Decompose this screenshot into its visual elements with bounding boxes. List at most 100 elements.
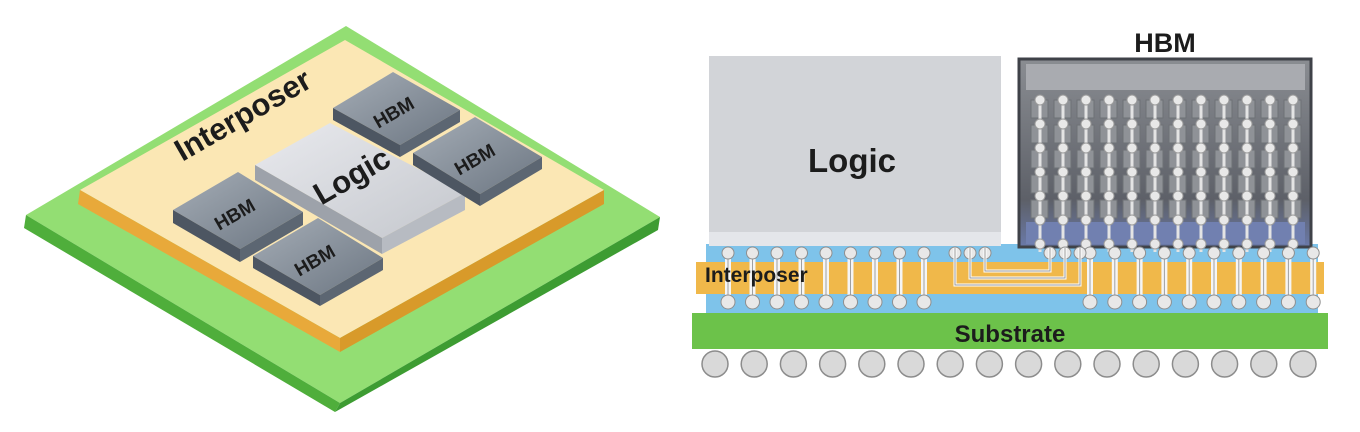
hbm-tsv-columns: [1034, 94, 1299, 252]
tsv-node: [1126, 214, 1138, 226]
lower-microbump: [1206, 294, 1222, 310]
tsv-node: [1149, 238, 1161, 250]
bga-ball: [975, 350, 1004, 378]
tsv-node: [1218, 142, 1230, 154]
cs-substrate: [692, 313, 1328, 349]
iso-hbm-3: HBM: [173, 172, 303, 262]
upper-microbump: [1306, 246, 1320, 260]
bga-ball: [740, 350, 768, 378]
tsv-node: [1057, 166, 1069, 178]
tsv-node: [1172, 214, 1184, 226]
lower-microbump: [1231, 294, 1247, 310]
tsv-node: [1264, 166, 1276, 178]
upper-microbump: [721, 246, 735, 260]
tsv-node: [1103, 142, 1115, 154]
cs-hbm-label: HBM: [1134, 28, 1196, 58]
bga-ball: [818, 350, 847, 378]
tsv-node: [1287, 118, 1299, 130]
tsv-node: [1126, 190, 1138, 202]
bga-ball: [1093, 350, 1121, 378]
bga-ball: [1250, 350, 1278, 378]
bga-ball: [1054, 350, 1082, 378]
tsv-node: [1172, 238, 1184, 250]
lower-microbump: [794, 294, 809, 310]
lower-microbump: [1132, 294, 1148, 310]
upper-microbump: [1182, 246, 1196, 260]
lower-microbump: [867, 294, 883, 310]
upper-microbump: [819, 246, 833, 260]
upper-microbump: [746, 246, 759, 260]
tsv-node: [1080, 94, 1092, 106]
tsv-node: [1287, 166, 1299, 178]
lower-microbump: [769, 294, 785, 310]
tsv-node: [1103, 238, 1115, 250]
lower-microbump: [1156, 294, 1172, 310]
tsv-node: [1264, 238, 1276, 250]
tsv-node: [1126, 142, 1138, 154]
tsv-node: [1241, 118, 1253, 130]
tsv-node: [1241, 94, 1253, 106]
lower-microbump: [892, 294, 907, 310]
tsv-node: [1172, 190, 1184, 202]
upper-microbump: [844, 246, 857, 260]
tsv-node: [1241, 214, 1253, 226]
upper-microbump: [1108, 246, 1122, 260]
hbm-dram-layers: [1026, 99, 1305, 244]
tsv-node: [1126, 118, 1138, 130]
cs-logic-die: Logic: [709, 56, 1001, 246]
lower-microbump: [916, 294, 932, 310]
tsv-node: [1195, 214, 1207, 226]
tsv-node: [1057, 142, 1069, 154]
tsv-node: [1264, 142, 1276, 154]
lower-microbump: [1280, 294, 1296, 310]
cs-hbm-stack: [1017, 57, 1313, 252]
isometric-package-view: Interposer Logic HBM HBM HBM: [24, 26, 660, 412]
tsv-node: [1195, 166, 1207, 178]
bga-ball: [1210, 350, 1239, 378]
cross-section-view: Substrate Logic HBM: [692, 28, 1328, 378]
tsv-node: [1149, 214, 1161, 226]
tsv-node: [1034, 142, 1046, 154]
bga-ball: [897, 350, 925, 378]
tsv-node: [1103, 214, 1115, 226]
tsv-node: [1057, 118, 1069, 130]
tsv-node: [1126, 166, 1138, 178]
lower-microbump: [745, 294, 760, 310]
lower-microbump: [1082, 294, 1098, 310]
tsv-node: [1034, 190, 1046, 202]
tsv-node: [1034, 94, 1046, 106]
lower-microbump: [843, 294, 858, 310]
tsv-node: [1195, 118, 1207, 130]
tsv-node: [1103, 166, 1115, 178]
iso-logic-die: Logic: [255, 123, 465, 254]
bga-ball: [1171, 350, 1200, 378]
tsv-node: [1241, 142, 1253, 154]
tsv-node: [1287, 190, 1299, 202]
cs-interposer-label: Interposer: [705, 264, 808, 287]
tsv-node: [1241, 238, 1253, 250]
tsv-node: [1264, 118, 1276, 130]
lower-microbump: [1107, 294, 1123, 310]
tsv-node: [1172, 166, 1184, 178]
bga-solder-balls: [701, 350, 1317, 378]
tsv-node: [1080, 190, 1092, 202]
cs-redistribution-wire: [953, 248, 1082, 287]
tsv-node: [1195, 238, 1207, 250]
lower-microbump: [720, 294, 736, 310]
tsv-node: [1287, 214, 1299, 226]
bga-ball: [1289, 350, 1317, 378]
tsv-node: [1218, 238, 1230, 250]
upper-microbump: [917, 246, 931, 260]
tsv-node: [1172, 118, 1184, 130]
tsv-node: [1172, 142, 1184, 154]
tsv-node: [1080, 214, 1092, 226]
tsv-node: [1057, 214, 1069, 226]
lower-microbump: [1305, 294, 1321, 310]
iso-hbm-1: HBM: [333, 72, 460, 157]
bga-ball: [779, 350, 808, 378]
tsv-node: [1241, 190, 1253, 202]
tsv-node: [1103, 190, 1115, 202]
tsv-node: [1080, 166, 1092, 178]
tsv-node: [1195, 142, 1207, 154]
